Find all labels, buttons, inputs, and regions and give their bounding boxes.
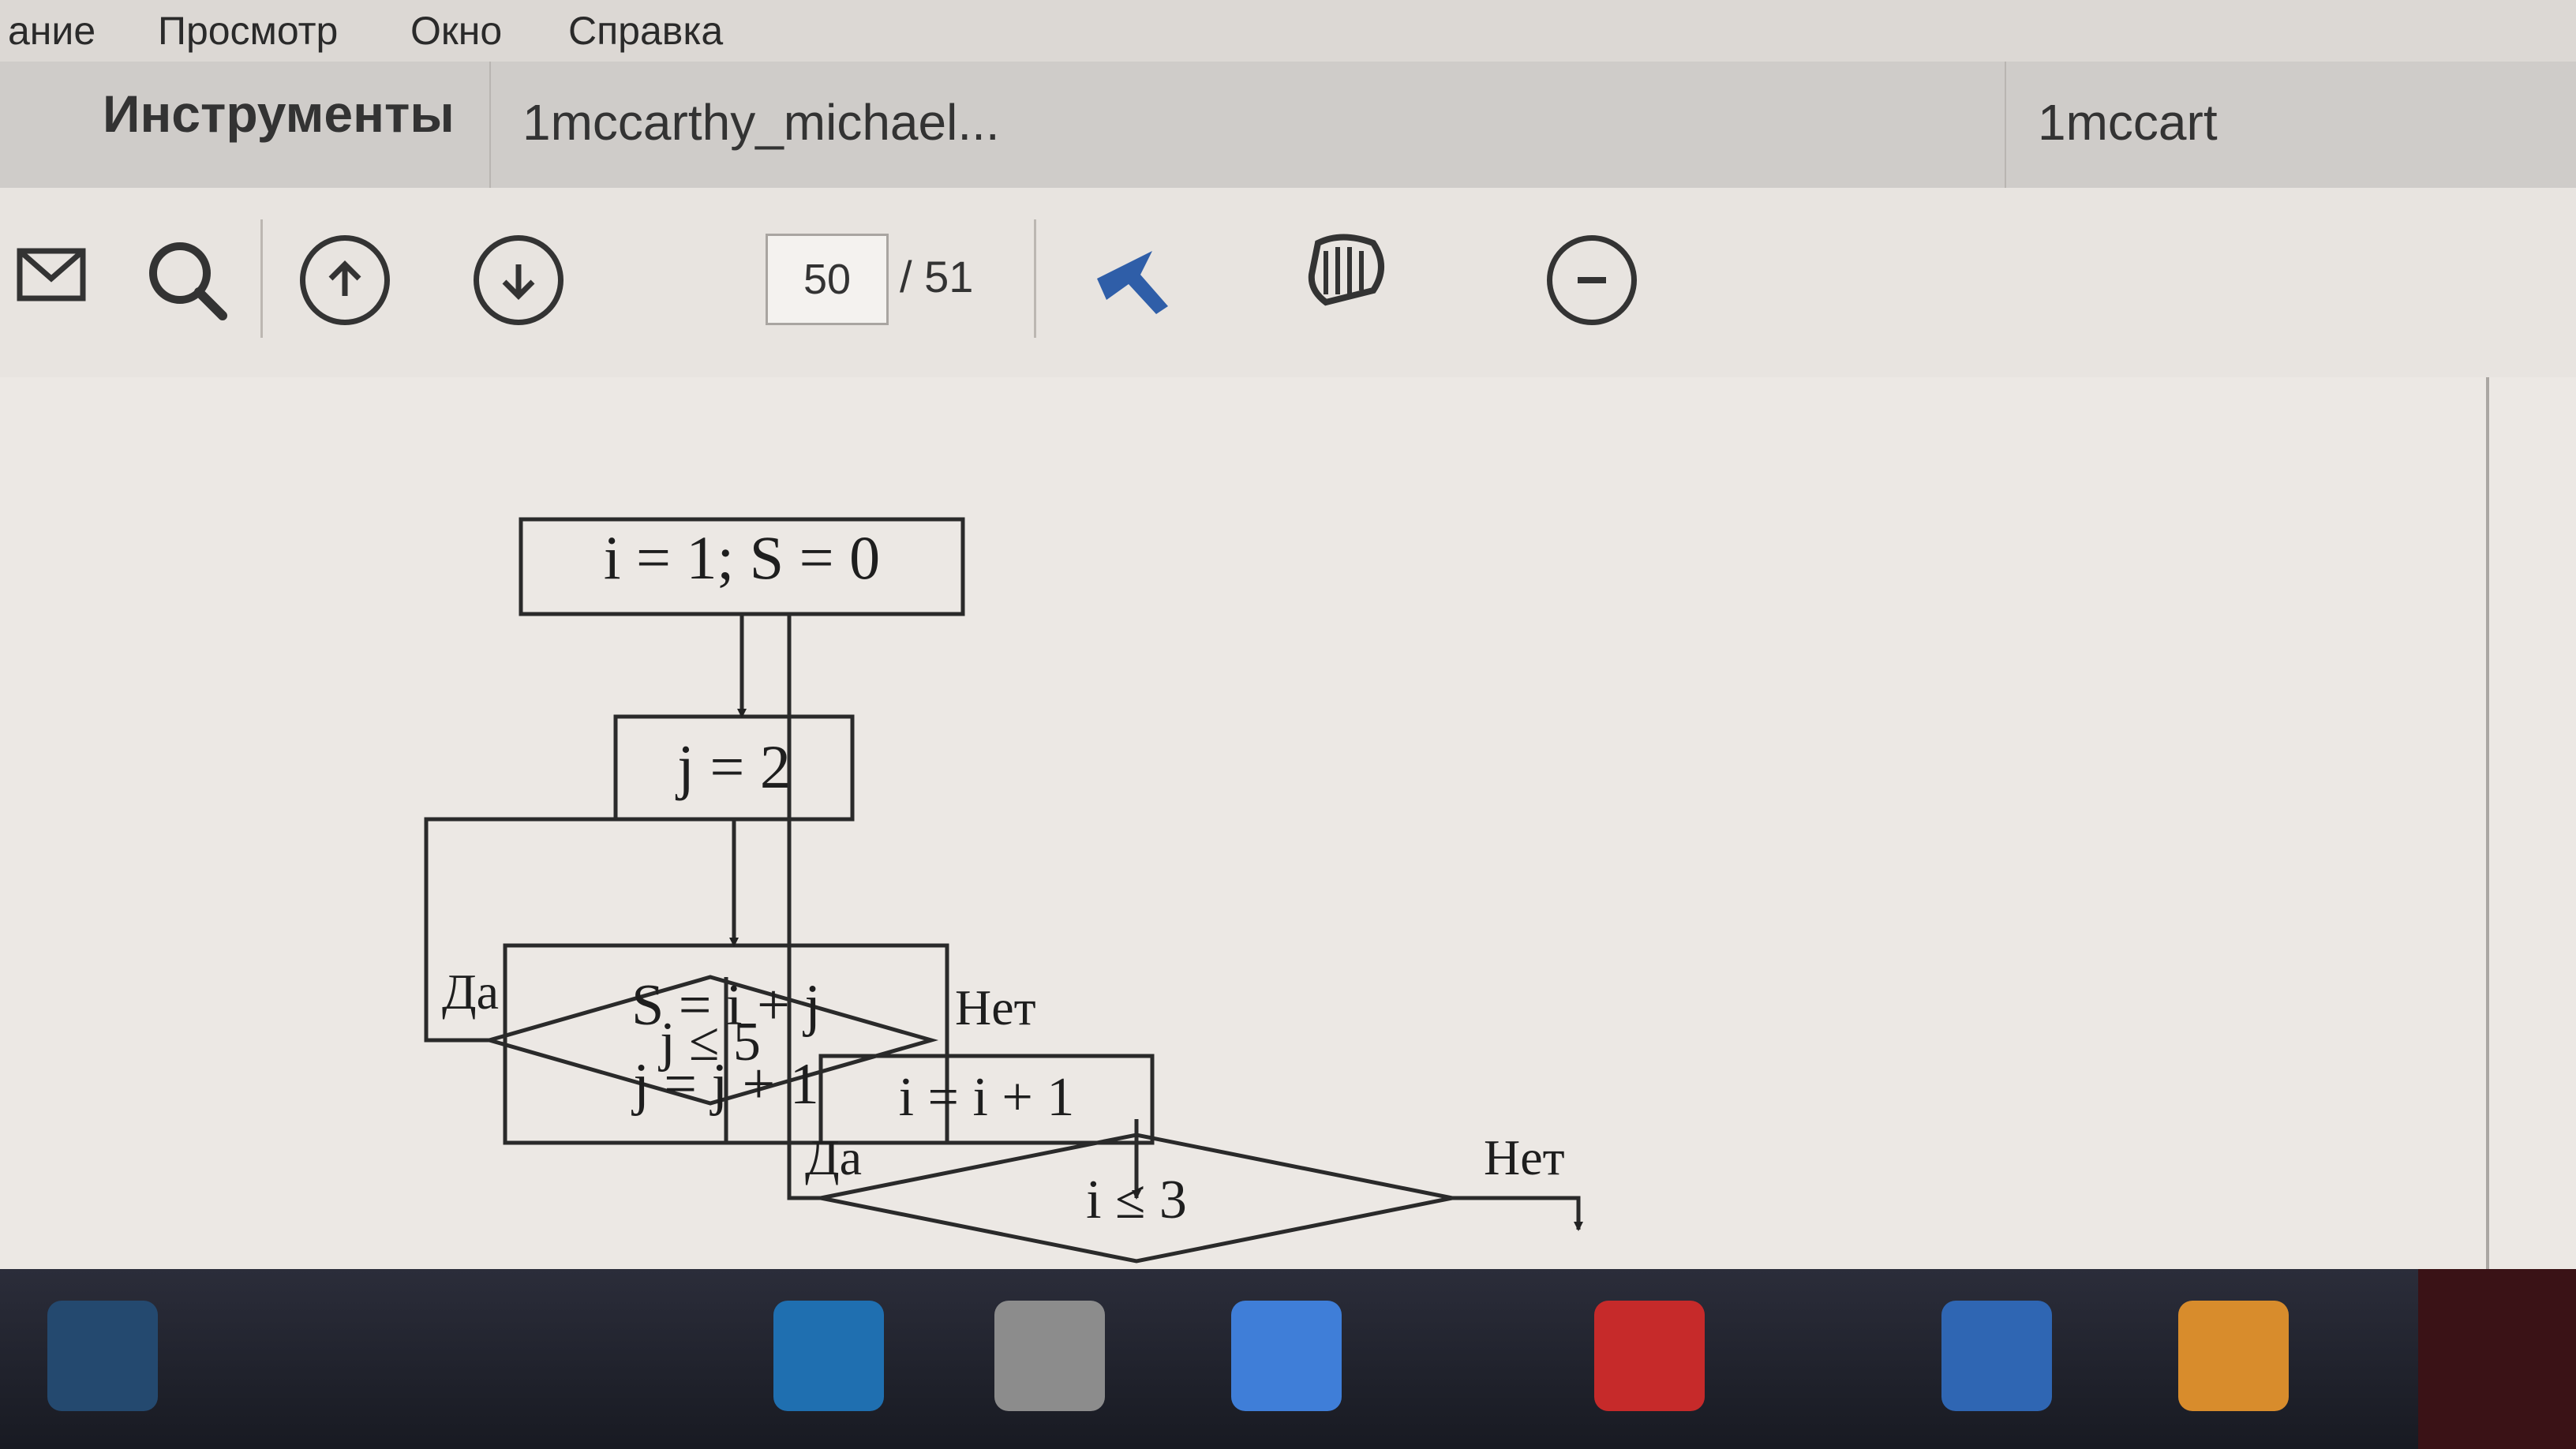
file-explorer-icon[interactable] [994, 1301, 1105, 1411]
inc-i-text: i = i + 1 [899, 1067, 1075, 1128]
page-total: / 51 [900, 252, 974, 301]
menu-view[interactable]: Просмотр [158, 9, 339, 53]
set-j-text: j = 2 [675, 732, 791, 801]
tools-tab[interactable]: Инструменты [103, 84, 455, 143]
chrome-icon[interactable] [2178, 1301, 2289, 1411]
document-tab-label-2: 1mccart [2038, 94, 2218, 151]
pdf-reader-icon[interactable] [1594, 1301, 1705, 1411]
select-arrow-icon[interactable] [1089, 235, 1176, 326]
menu-edit[interactable]: ание [8, 9, 96, 53]
hand-icon[interactable] [1294, 227, 1397, 334]
menu-help[interactable]: Справка [568, 9, 724, 53]
toolbar: 50 / 51 [0, 188, 2576, 380]
cond2-text: i ≤ 3 [1086, 1170, 1187, 1230]
store-icon[interactable] [1231, 1301, 1342, 1411]
document-tab-active[interactable]: 1mccarthy_michael... [489, 62, 1990, 188]
flowchart: i = 1; S = 0 j = 2 S = i + j j = j + 1 j… [424, 517, 1583, 1264]
document-tab-label: 1mccarthy_michael... [522, 94, 1000, 151]
page-down-icon[interactable] [474, 235, 564, 325]
menu-window[interactable]: Окно [410, 9, 503, 53]
edge-browser-icon[interactable] [773, 1301, 884, 1411]
document-edge [2486, 377, 2489, 1269]
menu-bar: ание Просмотр Окно Справка [0, 0, 2576, 62]
yes1-label: Да [442, 964, 499, 1020]
document-tab-second[interactable]: 1mccart [2005, 62, 2576, 188]
taskbar [0, 1269, 2576, 1449]
no2-label: Нет [1484, 1129, 1565, 1185]
page-up-icon[interactable] [300, 235, 390, 325]
tab-bar: Инструменты 1mccarthy_michael... 1mccart [0, 62, 2576, 189]
cond1-text: j ≤ 5 [657, 1012, 761, 1073]
zoom-out-icon[interactable] [1547, 235, 1637, 325]
sum-text-2: j = j + 1 [631, 1052, 819, 1117]
cond1-diamond [481, 975, 939, 1106]
word-icon[interactable] [47, 1301, 158, 1411]
no1-label: Нет [955, 979, 1036, 1035]
page-number-input[interactable]: 50 [766, 234, 889, 325]
yes2-label: Да [805, 1129, 862, 1185]
document-page: i = 1; S = 0 j = 2 S = i + j j = j + 1 j… [0, 377, 2576, 1269]
inc-i-box [818, 1054, 1155, 1145]
init-text: i = 1; S = 0 [604, 523, 880, 592]
search-icon[interactable] [142, 235, 229, 326]
app-icon[interactable] [1941, 1301, 2052, 1411]
yandex-icon[interactable] [2418, 1269, 2576, 1449]
sum-text-1: S = i + j [631, 973, 821, 1038]
mail-icon[interactable] [16, 243, 87, 310]
